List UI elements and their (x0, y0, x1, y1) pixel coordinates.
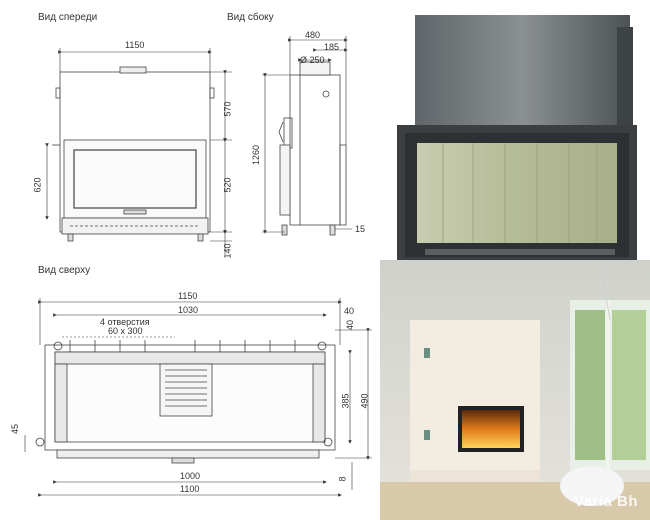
front-door-label: 620 (32, 177, 43, 193)
room-installation-photo: Varia Bh (380, 260, 650, 520)
top-left-label: 45 (10, 423, 21, 435)
top-openings-size-label: 60 x 300 (108, 326, 143, 336)
side-collar-offset-label: 185 (324, 42, 340, 52)
front-legs-label: 140 (222, 243, 233, 259)
front-lower-label: 520 (222, 177, 233, 193)
top-width-outer-label: 1150 (178, 291, 198, 301)
side-foot-label: 15 (355, 224, 366, 234)
side-height-label: 1260 (251, 144, 262, 166)
side-view-title: Вид сбоку (227, 12, 274, 23)
top-bottom-outer-label: 1100 (180, 484, 200, 494)
top-right-top2-label: 40 (345, 319, 356, 331)
front-width-label: 1150 (125, 40, 145, 50)
side-collar-dia-label: Ø 250 (300, 55, 325, 65)
side-view-drawing (278, 61, 347, 236)
top-openings-label: 4 отверстия (100, 317, 150, 327)
top-bottom-right-label: 8 (337, 476, 348, 482)
top-right-top-label: 40 (344, 306, 355, 316)
front-view-drawing (52, 66, 215, 242)
top-width-inner-label: 1030 (178, 305, 199, 315)
top-view-drawing (35, 340, 336, 464)
front-upper-label: 570 (222, 101, 233, 117)
brand-watermark: Varia Bh (573, 493, 638, 510)
top-depth-outer-label: 490 (359, 393, 370, 409)
front-view-title: Вид спереди (38, 12, 98, 23)
top-view-title: Вид сверху (38, 265, 91, 276)
side-depth-label: 480 (305, 30, 321, 40)
top-depth-inner-label: 385 (340, 393, 351, 409)
top-bottom-inner-label: 1000 (180, 471, 201, 481)
fireplace-insert-photo (397, 15, 637, 265)
